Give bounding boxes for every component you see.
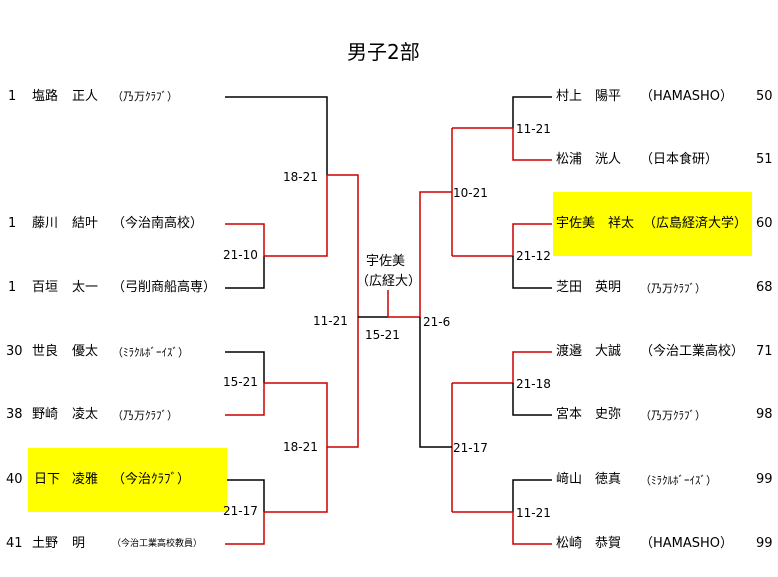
left-club: （弓削商船高専） — [112, 280, 217, 295]
right-name: 宮本 史弥 — [556, 407, 622, 422]
right-name: 渡邉 大誠 — [556, 344, 622, 359]
left-given: 凌雅 — [72, 472, 99, 487]
bracket-line — [225, 447, 328, 545]
bracket-line — [225, 351, 265, 383]
bracket-line — [512, 383, 552, 416]
match-score: 10-21 — [453, 186, 488, 200]
right-name: 﨑山 徳真 — [556, 472, 622, 487]
right-seed: 68 — [756, 280, 773, 295]
right-name: 松崎 恭賀 — [556, 536, 622, 551]
match-score: 11-21 — [516, 506, 551, 520]
left-surname: 世良 — [32, 344, 59, 359]
left-seed: 1 — [8, 89, 17, 104]
right-seed: 60 — [756, 216, 773, 231]
right-club: （乃万ｸﾗﾌﾞ） — [640, 282, 706, 295]
right-club: （広島経済大学） — [643, 216, 748, 231]
bracket-line — [512, 256, 552, 289]
highlight-right-winner — [553, 192, 752, 256]
match-score: 21-12 — [516, 249, 551, 263]
bracket-line — [452, 511, 552, 545]
left-club: （乃万ｸﾗﾌﾞ） — [112, 90, 178, 103]
right-seed: 71 — [756, 344, 773, 359]
left-surname: 藤川 — [32, 216, 59, 231]
right-name: 宇佐美 祥太 — [556, 216, 635, 231]
bracket-line — [512, 479, 552, 512]
match-score: 15-21 — [365, 328, 400, 342]
bracket-line — [452, 223, 552, 257]
match-score: 21-6 — [423, 315, 451, 329]
left-surname: 百垣 — [32, 280, 59, 295]
left-given: 凌太 — [72, 407, 99, 422]
left-surname: 日下 — [34, 472, 61, 487]
left-club: （ﾐﾗｸﾙﾎﾞｰｲｽﾞ） — [112, 346, 189, 359]
right-club: （日本食研） — [640, 152, 719, 167]
match-score: 11-21 — [516, 122, 551, 136]
left-given: 太一 — [72, 280, 99, 295]
right-seed: 99 — [756, 472, 773, 487]
highlight-left-winner — [28, 448, 227, 512]
bracket-line — [419, 317, 452, 448]
bracket-line — [327, 174, 359, 317]
match-score: 21-17 — [223, 504, 258, 518]
left-surname: 野崎 — [32, 407, 59, 422]
right-name: 芝田 英明 — [556, 280, 622, 295]
bracket-line — [452, 351, 552, 384]
match-score: 11-21 — [313, 314, 348, 328]
left-surname: 土野 — [32, 536, 59, 551]
right-club: （ﾐﾗｸﾙﾎﾞｰｲｽﾞ） — [640, 474, 717, 487]
right-seed: 98 — [756, 407, 773, 422]
left-seed: 40 — [6, 472, 23, 487]
right-club: （HAMASHO） — [640, 89, 734, 104]
left-given: 優太 — [72, 344, 99, 359]
left-seed: 41 — [6, 536, 23, 551]
left-given: 結叶 — [72, 216, 99, 231]
match-score: 18-21 — [283, 170, 318, 184]
page-title: 男子2部 — [347, 40, 420, 64]
left-seed: 30 — [6, 344, 23, 359]
right-club: （乃万ｸﾗﾌﾞ） — [640, 409, 706, 422]
left-given: 正人 — [72, 89, 99, 104]
bracket-line — [225, 175, 328, 257]
right-seed: 99 — [756, 536, 773, 551]
left-seed: 1 — [8, 280, 17, 295]
bracket-line — [227, 479, 265, 512]
left-seed: 38 — [6, 407, 23, 422]
left-club: （今治工業高校教員） — [112, 539, 203, 549]
left-given: 明 — [72, 536, 86, 551]
match-score: 21-18 — [516, 377, 551, 391]
left-club: （今治南高校） — [112, 216, 204, 231]
left-seed: 1 — [8, 216, 17, 231]
right-name: 村上 陽平 — [556, 89, 622, 104]
match-score: 21-10 — [223, 248, 258, 262]
champion-club: （広経大） — [356, 274, 422, 289]
bracket-line — [225, 96, 328, 175]
match-score: 18-21 — [283, 440, 318, 454]
right-club: （今治工業高校） — [640, 344, 745, 359]
bracket-line — [327, 317, 359, 448]
left-club: （今治ｸﾗﾌﾞ） — [112, 472, 191, 487]
left-club: （乃万ｸﾗﾌﾞ） — [112, 409, 178, 422]
bracket-line — [225, 382, 328, 447]
match-score: 21-17 — [453, 441, 488, 455]
match-score: 15-21 — [223, 375, 258, 389]
bracket-line — [452, 127, 552, 161]
right-seed: 51 — [756, 152, 773, 167]
bracket-line — [512, 96, 552, 128]
right-club: （HAMASHO） — [640, 536, 734, 551]
bracket-line — [419, 191, 452, 317]
right-name: 松浦 洸人 — [556, 152, 622, 167]
right-seed: 50 — [756, 89, 773, 104]
bracket-line — [225, 256, 265, 289]
left-surname: 塩路 — [32, 89, 59, 104]
champion-name: 宇佐美 — [366, 254, 406, 269]
